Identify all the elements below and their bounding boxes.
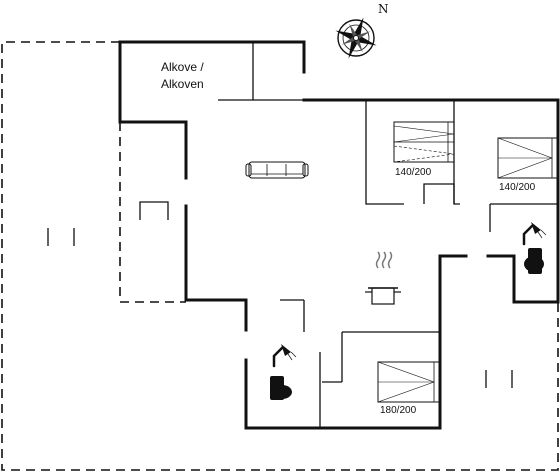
toilet-icon-1	[524, 248, 544, 274]
shower-icon-2	[272, 344, 297, 368]
shower-icon-1	[522, 222, 547, 246]
bed-icon-1	[393, 121, 455, 163]
terrace-outline	[1, 41, 559, 471]
bed-size-label-2: 140/200	[499, 182, 536, 193]
bed-size-label-3: 180/200	[380, 405, 417, 416]
terrace-marks	[47, 228, 513, 388]
interior-walls	[218, 42, 558, 428]
exterior-walls	[118, 40, 560, 430]
compass-north-label: N	[378, 2, 389, 16]
toilet-icon-2	[270, 376, 292, 400]
entry-steps	[139, 201, 169, 220]
bed-size-label-1: 140/200	[395, 167, 432, 178]
room-label-alkove-line1: Alkove /	[161, 60, 204, 74]
bed-icon-3	[377, 361, 441, 403]
cooking-pot-icon	[365, 251, 401, 305]
sofa-icon	[245, 161, 309, 179]
bed-icon-2	[497, 137, 559, 179]
compass-rose-icon	[335, 17, 377, 59]
room-label-alkove-line2: Alkoven	[161, 77, 204, 91]
